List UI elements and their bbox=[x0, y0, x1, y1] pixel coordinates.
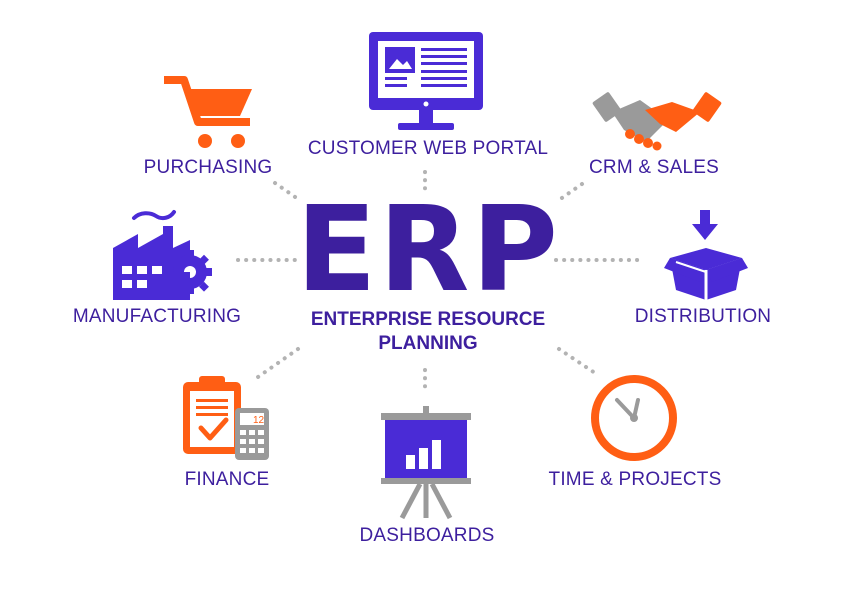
label-customer-web-portal: CUSTOMER WEB PORTAL bbox=[307, 138, 549, 159]
calculator-display: 12 bbox=[253, 415, 265, 426]
presentation-chart-icon bbox=[381, 406, 471, 520]
connector-purchasing bbox=[273, 181, 300, 201]
factory-icon bbox=[113, 210, 212, 300]
erp-title: ERP bbox=[296, 180, 560, 318]
label-time-projects: TIME & PROJECTS bbox=[548, 469, 722, 490]
box-icon bbox=[664, 210, 748, 300]
erp-subtitle: ENTERPRISE RESOURCE PLANNING bbox=[311, 308, 545, 356]
connector-time bbox=[557, 347, 600, 377]
clipboard-calculator-icon bbox=[183, 376, 269, 460]
monitor-icon bbox=[369, 32, 483, 130]
shopping-cart-icon bbox=[164, 76, 252, 148]
clock-icon bbox=[591, 375, 677, 461]
label-finance: FINANCE bbox=[184, 469, 270, 490]
connector-finance bbox=[256, 347, 300, 379]
label-distribution: DISTRIBUTION bbox=[634, 306, 772, 327]
erp-subtitle-line2: PLANNING bbox=[378, 333, 478, 354]
label-purchasing: PURCHASING bbox=[143, 157, 273, 178]
label-crm-sales: CRM & SALES bbox=[589, 157, 719, 178]
label-manufacturing: MANUFACTURING bbox=[72, 306, 242, 327]
label-dashboards: DASHBOARDS bbox=[359, 525, 495, 546]
connector-lines bbox=[236, 170, 642, 394]
erp-subtitle-line1: ENTERPRISE RESOURCE bbox=[310, 309, 546, 330]
handshake-icon bbox=[592, 92, 722, 151]
connector-crm bbox=[557, 182, 584, 202]
